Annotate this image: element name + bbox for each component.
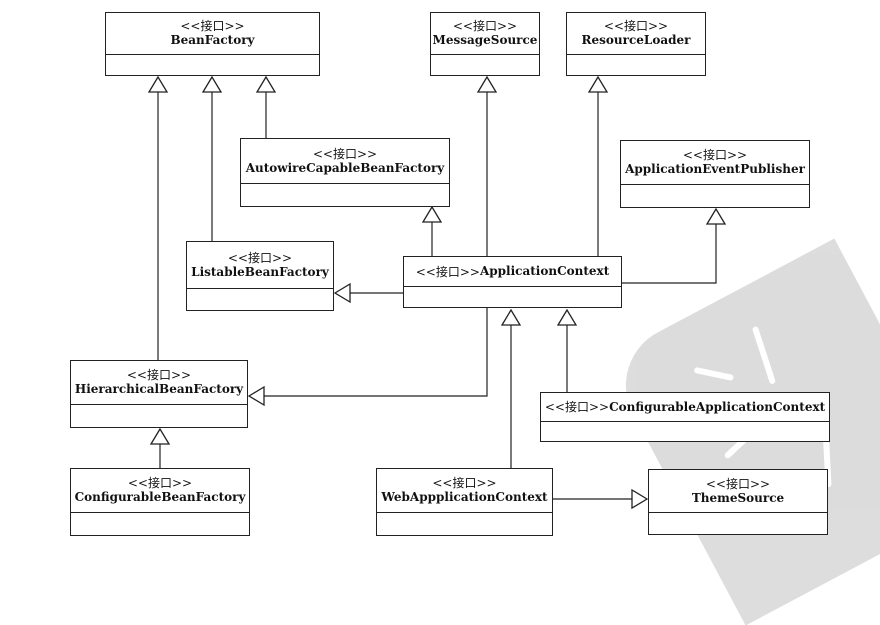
- stereotype-label: <<接口>>: [227, 250, 293, 265]
- class-diagram: <<接口>> BeanFactory <<接口>> MessageSource …: [70, 12, 880, 625]
- stereotype-label: <<接口>>: [544, 400, 610, 414]
- edge-appcontext-hierarchical: [264, 308, 488, 397]
- stereotype-label: <<接口>>: [312, 146, 378, 161]
- class-name: ConfigurableApplicationContext: [609, 399, 826, 414]
- box-application-event-publisher: <<接口>> ApplicationEventPublisher: [620, 140, 810, 208]
- box-theme-source: <<接口>> ThemeSource: [648, 469, 828, 535]
- class-name: WebAppplicationContext: [381, 490, 548, 504]
- class-name: BeanFactory: [170, 33, 255, 47]
- class-name: ThemeSource: [691, 490, 785, 505]
- box-autowire-capable-bean-factory: <<接口>> AutowireCapableBeanFactory: [240, 138, 450, 207]
- stereotype-label: <<接口>>: [180, 19, 245, 33]
- arrow-head: [149, 427, 171, 445]
- stereotype-label: <<接口>>: [603, 19, 669, 33]
- box-configurable-application-context: <<接口>> ConfigurableApplicationContext: [540, 392, 830, 442]
- stereotype-label: <<接口>>: [705, 476, 771, 491]
- stereotype-label: <<接口>>: [415, 264, 480, 279]
- stereotype-label: <<接口>>: [126, 368, 192, 382]
- arrow-head: [201, 75, 223, 93]
- box-resource-loader: <<接口>> ResourceLoader: [566, 12, 706, 76]
- arrow-head: [333, 282, 351, 304]
- class-name: ConfigurableBeanFactory: [74, 490, 246, 504]
- arrow-head: [421, 205, 443, 223]
- box-web-application-context: <<接口>> WebAppplicationContext: [376, 468, 553, 536]
- stereotype-label: <<接口>>: [452, 19, 518, 33]
- arrow-head: [705, 207, 727, 225]
- class-name: ListableBeanFactory: [191, 264, 329, 279]
- box-application-context: <<接口>> ApplicationContext: [403, 256, 622, 308]
- arrow-head: [247, 385, 265, 407]
- class-name: ApplicationEventPublisher: [625, 162, 805, 176]
- box-configurable-bean-factory: <<接口>> ConfigurableBeanFactory: [70, 468, 250, 536]
- edge-appcontext-eventpublisher: [622, 224, 717, 284]
- box-hierarchical-bean-factory: <<接口>> HierarchicalBeanFactory: [70, 360, 248, 428]
- connector-layer: [147, 75, 727, 510]
- stereotype-label: <<接口>>: [127, 476, 193, 490]
- arrow-head: [556, 308, 578, 326]
- box-bean-factory: <<接口>> BeanFactory: [105, 12, 320, 76]
- stereotype-label: <<接口>>: [682, 148, 748, 162]
- box-message-source: <<接口>> MessageSource: [430, 12, 540, 76]
- class-name: HierarchicalBeanFactory: [74, 382, 244, 396]
- class-name: ResourceLoader: [581, 33, 691, 47]
- arrow-head: [587, 75, 609, 93]
- arrow-head: [500, 308, 522, 326]
- arrow-head: [476, 75, 498, 93]
- stereotype-label: <<接口>>: [432, 476, 497, 490]
- arrow-head: [631, 488, 649, 510]
- arrow-head: [147, 75, 169, 93]
- arrow-head: [255, 75, 277, 93]
- class-name: AutowireCapableBeanFactory: [245, 160, 445, 175]
- class-name: ApplicationContext: [479, 264, 610, 278]
- class-name: MessageSource: [432, 33, 538, 47]
- box-listable-bean-factory: <<接口>> ListableBeanFactory: [186, 241, 334, 311]
